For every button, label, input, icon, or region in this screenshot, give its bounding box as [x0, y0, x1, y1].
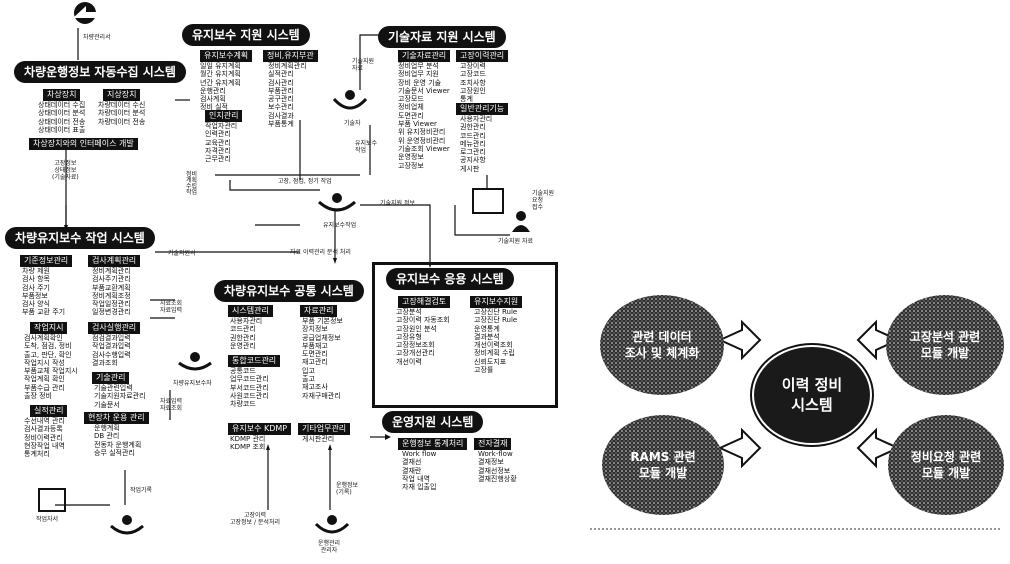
- concept-fault-analysis: 고장분석 관련 모듈 개발: [886, 295, 1004, 395]
- concept-rams: RAMS 관련 모듈 개발: [602, 415, 724, 515]
- concept-data-survey: 관련 데이터 조사 및 체계화: [600, 295, 724, 395]
- caption-dotted-line: [590, 528, 1000, 530]
- concept-maint-request: 정비요청 관련 모듈 개발: [888, 415, 1004, 515]
- concept-center-system: 이력 정비 시스템: [752, 345, 872, 445]
